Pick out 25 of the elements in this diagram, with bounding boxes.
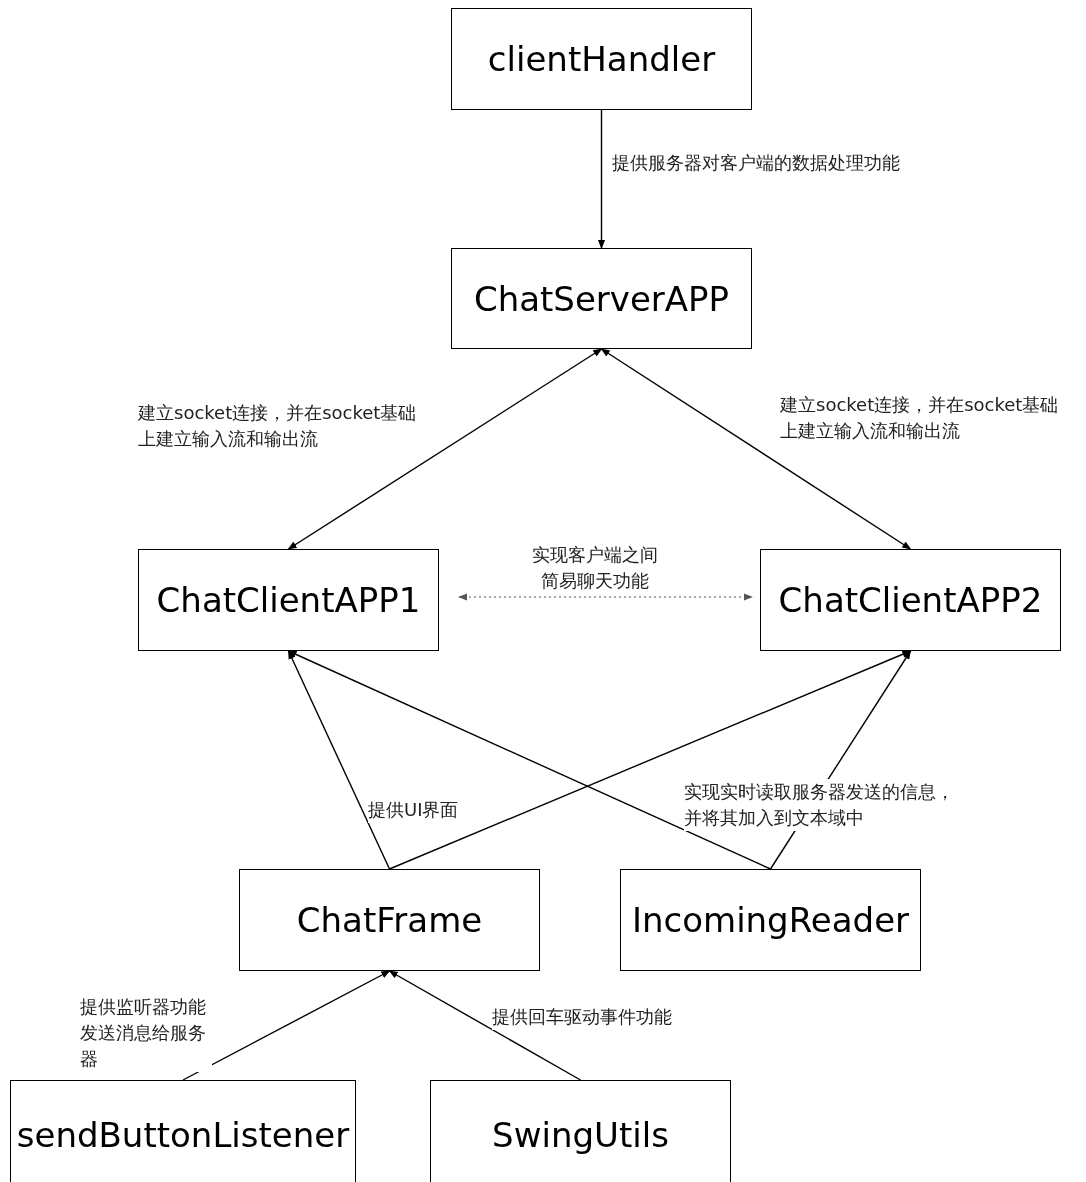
class-box <box>239 869 540 971</box>
class-box <box>620 869 921 971</box>
arrow <box>182 970 391 1081</box>
arrow <box>287 348 603 550</box>
class-name: ChatFrame <box>296 900 483 940</box>
class-name: ChatServerAPP <box>473 278 730 319</box>
class-box <box>10 1080 356 1182</box>
dotted-arrow <box>458 593 753 601</box>
arrow <box>600 348 912 550</box>
class-name: IncomingReader <box>631 900 910 940</box>
class-name: SwingUtils <box>492 1115 669 1155</box>
class-box <box>138 549 439 651</box>
class-box <box>430 1080 731 1182</box>
class-box <box>451 8 752 110</box>
class-box <box>451 248 752 349</box>
class-name: ChatClientAPP1 <box>156 580 421 620</box>
arrow <box>287 650 391 870</box>
class-name: clientHandler <box>487 39 716 79</box>
arrow <box>388 650 912 870</box>
arrow <box>287 650 772 870</box>
arrow <box>597 109 606 249</box>
class-name: ChatClientAPP2 <box>778 580 1043 620</box>
class-box <box>760 549 1061 651</box>
class-name: sendButtonListener <box>16 1115 350 1155</box>
arrow <box>388 970 582 1081</box>
